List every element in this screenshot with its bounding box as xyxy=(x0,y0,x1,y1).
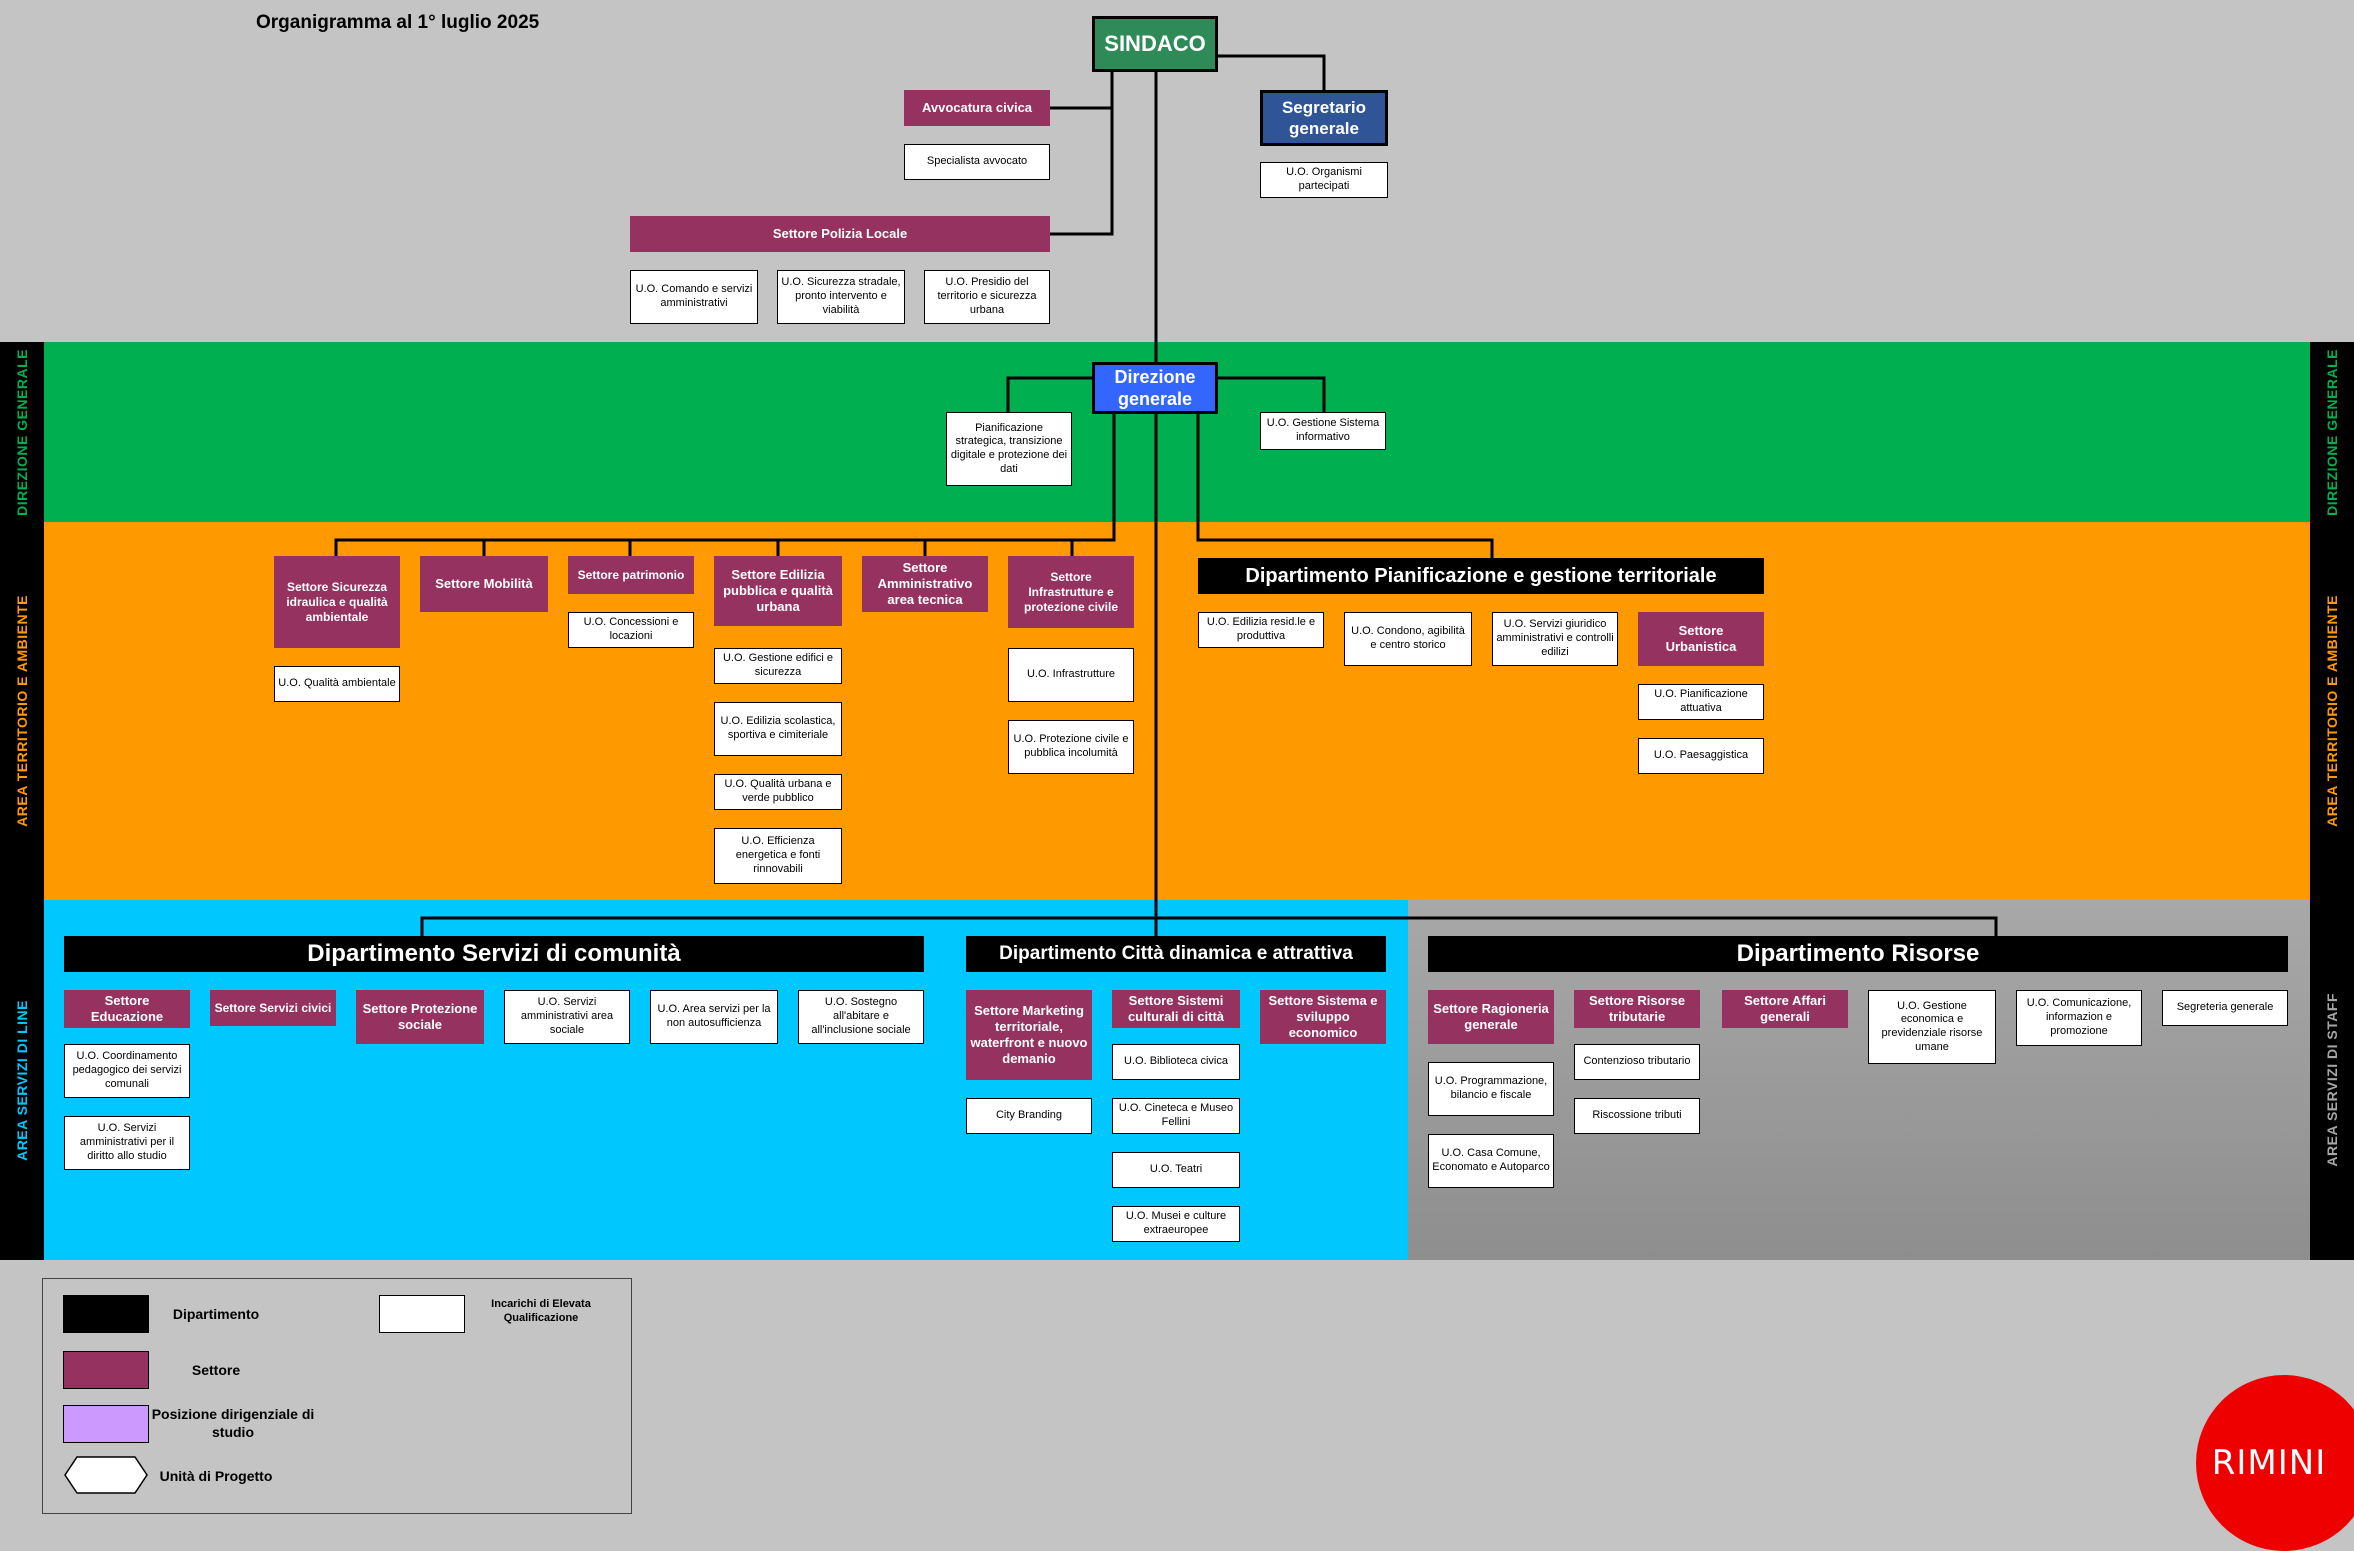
uo-comunicazione[interactable]: U.O. Comunicazione, informazion e promoz… xyxy=(2016,990,2142,1046)
uo-casa-comune[interactable]: U.O. Casa Comune, Economato e Autoparco xyxy=(1428,1134,1554,1188)
settore-patrimonio[interactable]: Settore patrimonio xyxy=(568,556,694,594)
uo-non-autosufficienza[interactable]: U.O. Area servizi per la non autosuffici… xyxy=(650,990,778,1044)
settore-educazione[interactable]: Settore Educazione xyxy=(64,990,190,1028)
side-label-direzione-right: DIREZIONE GENERALE xyxy=(2310,342,2354,522)
legend-label-dipartimento: Dipartimento xyxy=(172,1306,260,1322)
uo-protezione-civile[interactable]: U.O. Protezione civile e pubblica incolu… xyxy=(1008,720,1134,774)
settore-edilizia-pubblica[interactable]: Settore Edilizia pubblica e qualità urba… xyxy=(714,556,842,626)
settore-sviluppo-economico[interactable]: Settore Sistema e sviluppo economico xyxy=(1260,990,1386,1044)
uo-coordinamento-pedagogico[interactable]: U.O. Coordinamento pedagogico dei serviz… xyxy=(64,1044,190,1098)
uo-musei[interactable]: U.O. Musei e culture extraeuropee xyxy=(1112,1206,1240,1242)
uo-gestione-economica[interactable]: U.O. Gestione economica e previdenziale … xyxy=(1868,990,1996,1064)
uo-pianificazione-attuativa[interactable]: U.O. Pianificazione attuativa xyxy=(1638,684,1764,720)
side-label-territorio-left: AREA TERRITORIO E AMBIENTE xyxy=(0,522,44,900)
settore-servizi-civici[interactable]: Settore Servizi civici xyxy=(210,990,336,1026)
uo-programmazione-bilancio[interactable]: U.O. Programmazione, bilancio e fiscale xyxy=(1428,1062,1554,1116)
rimini-logo: RIMINI xyxy=(2196,1375,2354,1551)
dipartimento-citta-dinamica[interactable]: Dipartimento Città dinamica e attrattiva xyxy=(966,936,1386,972)
uo-segreteria-generale[interactable]: Segreteria generale xyxy=(2162,990,2288,1026)
settore-risorse-tributarie[interactable]: Settore Risorse tributarie xyxy=(1574,990,1700,1028)
legend-label-progetto: Unità di Progetto xyxy=(159,1468,273,1484)
settore-amministrativo-tecnica[interactable]: Settore Amministrativo area tecnica xyxy=(862,556,988,612)
uo-servizi-area-sociale[interactable]: U.O. Servizi amministrativi area sociale xyxy=(504,990,630,1044)
uo-polizia-1[interactable]: U.O. Comando e servizi amministrativi xyxy=(630,270,758,324)
uo-sistema-informativo[interactable]: U.O. Gestione Sistema informativo xyxy=(1260,412,1386,450)
side-label-direzione-left: DIREZIONE GENERALE xyxy=(0,342,44,522)
settore-infrastrutture[interactable]: Settore Infrastrutture e protezione civi… xyxy=(1008,556,1134,628)
settore-protezione-sociale[interactable]: Settore Protezione sociale xyxy=(356,990,484,1044)
uo-polizia-3[interactable]: U.O. Presidio del territorio e sicurezza… xyxy=(924,270,1050,324)
uo-infrastrutture[interactable]: U.O. Infrastrutture xyxy=(1008,648,1134,702)
uo-concessioni[interactable]: U.O. Concessioni e locazioni xyxy=(568,612,694,648)
direzione-generale-box[interactable]: Direzione generale xyxy=(1092,362,1218,414)
legend-swatch-dipartimento xyxy=(63,1295,149,1333)
settore-sistemi-culturali[interactable]: Settore Sistemi culturali di città xyxy=(1112,990,1240,1028)
uo-edilizia-scolastica[interactable]: U.O. Edilizia scolastica, sportiva e cim… xyxy=(714,702,842,756)
dipartimento-pianificazione[interactable]: Dipartimento Pianificazione e gestione t… xyxy=(1198,558,1764,594)
uo-pianificazione-strategica[interactable]: Pianificazione strategica, transizione d… xyxy=(946,412,1072,486)
legend-swatch-posizione xyxy=(63,1405,149,1443)
uo-condono[interactable]: U.O. Condono, agibilità e centro storico xyxy=(1344,612,1472,666)
settore-ragioneria[interactable]: Settore Ragioneria generale xyxy=(1428,990,1554,1044)
uo-organismi[interactable]: U.O. Organismi partecipati xyxy=(1260,162,1388,198)
uo-paesaggistica[interactable]: U.O. Paesaggistica xyxy=(1638,738,1764,774)
uo-avvocato[interactable]: Specialista avvocato xyxy=(904,144,1050,180)
uo-contenzioso-tributario[interactable]: Contenzioso tributario xyxy=(1574,1044,1700,1080)
uo-teatri[interactable]: U.O. Teatri xyxy=(1112,1152,1240,1188)
legend-swatch-settore xyxy=(63,1351,149,1389)
side-label-line: AREA SERVIZI DI LINE xyxy=(0,900,44,1260)
uo-city-branding[interactable]: City Branding xyxy=(966,1098,1092,1134)
uo-cineteca[interactable]: U.O. Cineteca e Museo Fellini xyxy=(1112,1098,1240,1134)
page-title: Organigramma al 1° luglio 2025 xyxy=(256,12,540,33)
legend-swatch-progetto xyxy=(64,1456,148,1494)
legend-swatch-incarichi xyxy=(379,1295,465,1333)
polizia-box[interactable]: Settore Polizia Locale xyxy=(630,216,1050,252)
dipartimento-servizi-comunita[interactable]: Dipartimento Servizi di comunità xyxy=(64,936,924,972)
uo-qualita-urbana[interactable]: U.O. Qualità urbana e verde pubblico xyxy=(714,774,842,810)
uo-servizi-giuridici[interactable]: U.O. Servizi giuridico amministrativi e … xyxy=(1492,612,1618,666)
settore-mobilita[interactable]: Settore Mobilità xyxy=(420,556,548,612)
dipartimento-risorse[interactable]: Dipartimento Risorse xyxy=(1428,936,2288,972)
uo-efficienza-energetica[interactable]: U.O. Efficienza energetica e fonti rinno… xyxy=(714,828,842,884)
settore-urbanistica[interactable]: Settore Urbanistica xyxy=(1638,612,1764,666)
uo-sostegno-abitare[interactable]: U.O. Sostegno all'abitare e all'inclusio… xyxy=(798,990,924,1044)
segretario-box[interactable]: Segretario generale xyxy=(1260,90,1388,146)
legend-label-settore: Settore xyxy=(191,1362,241,1378)
uo-qualita-ambientale[interactable]: U.O. Qualità ambientale xyxy=(274,666,400,702)
uo-riscossione-tributi[interactable]: Riscossione tributi xyxy=(1574,1098,1700,1134)
settore-affari-generali[interactable]: Settore Affari generali xyxy=(1722,990,1848,1028)
legend: Dipartimento Settore Posizione dirigenzi… xyxy=(42,1278,632,1514)
avvocatura-box[interactable]: Avvocatura civica xyxy=(904,90,1050,126)
side-label-staff: AREA SERVIZI DI STAFF xyxy=(2310,900,2354,1260)
uo-biblioteca[interactable]: U.O. Biblioteca civica xyxy=(1112,1044,1240,1080)
settore-sicurezza-idraulica[interactable]: Settore Sicurezza idraulica e qualità am… xyxy=(274,556,400,648)
uo-diritto-studio[interactable]: U.O. Servizi amministrativi per il dirit… xyxy=(64,1116,190,1170)
legend-label-incarichi: Incarichi di Elevata Qualificazione xyxy=(491,1298,591,1325)
uo-polizia-2[interactable]: U.O. Sicurezza stradale, pronto interven… xyxy=(777,270,905,324)
sindaco-box[interactable]: SINDACO xyxy=(1092,16,1218,72)
settore-marketing[interactable]: Settore Marketing territoriale, waterfro… xyxy=(966,990,1092,1080)
uo-edilizia-residenziale[interactable]: U.O. Edilizia resid.le e produttiva xyxy=(1198,612,1324,648)
side-label-territorio-right: AREA TERRITORIO E AMBIENTE xyxy=(2310,522,2354,900)
uo-gestione-edifici[interactable]: U.O. Gestione edifici e sicurezza xyxy=(714,648,842,684)
legend-label-posizione: Posizione dirigenziale di studio xyxy=(151,1406,315,1441)
